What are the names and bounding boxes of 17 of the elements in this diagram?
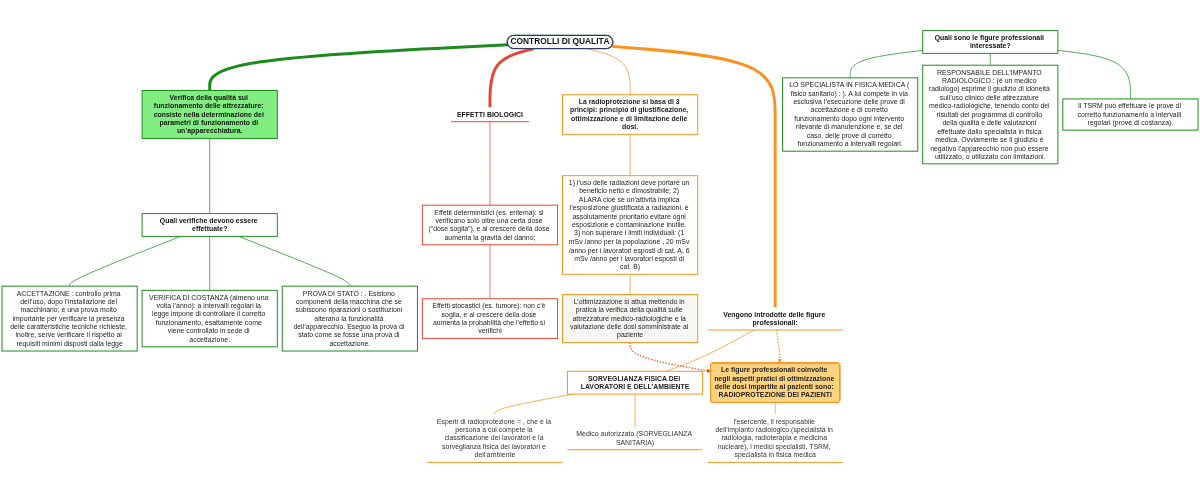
arrow [629,342,711,373]
connector [629,273,631,295]
connector [586,48,631,96]
connector [489,121,491,206]
connector [489,244,491,300]
arrow [776,329,782,364]
connector [665,329,755,372]
connector [488,47,534,108]
connector [989,53,991,66]
connector [629,133,631,177]
connector [849,49,924,79]
connector [611,44,777,308]
connector [209,138,211,214]
connector [1057,49,1131,100]
connector [209,236,211,291]
connector [634,393,636,428]
connector [774,402,776,415]
